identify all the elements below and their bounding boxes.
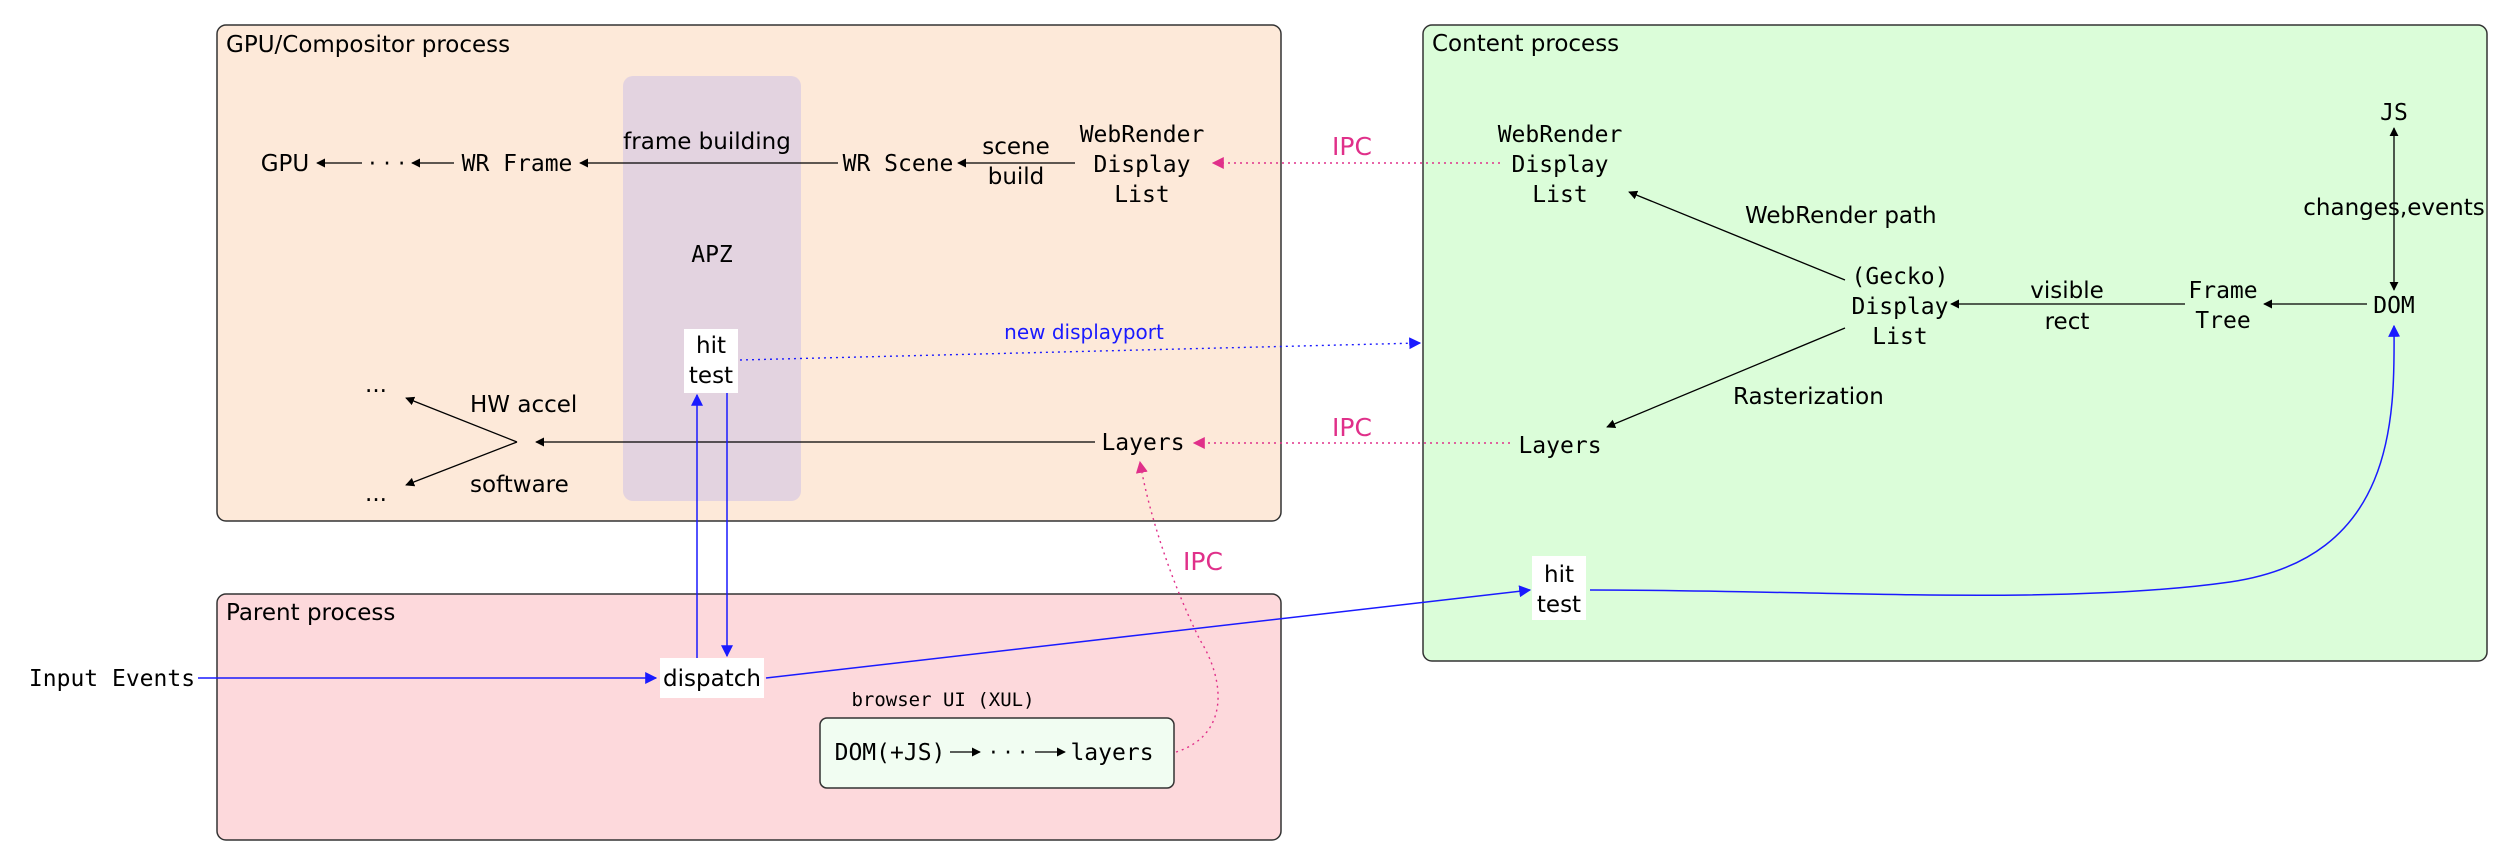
apz-label: APZ <box>691 242 733 268</box>
content-hit-test-line-2: test <box>1537 592 1581 618</box>
gecko-dl-line-3: List <box>1872 324 1927 350</box>
webrender-path-label: WebRender path <box>1745 203 1937 229</box>
frame-tree-line-2: Tree <box>2195 308 2250 334</box>
arrow-rasterization <box>1606 327 1846 429</box>
parent-process-box <box>216 593 1282 841</box>
dispatch-box <box>660 658 764 698</box>
gecko-dl-line-1: (Gecko) <box>1852 264 1949 290</box>
arrow-hw-accel <box>405 396 518 443</box>
ui-layers-node: layers <box>1070 740 1153 766</box>
apz-region <box>623 76 801 501</box>
dom-node: DOM <box>2373 293 2415 319</box>
gpu-node: GPU <box>261 151 310 177</box>
arrow-webrender-path <box>1628 190 1846 281</box>
browser-ui-label: browser UI (XUL) <box>851 689 1034 711</box>
new-displayport-label: new displayport <box>1004 320 1164 344</box>
changes-events-label: changes,events <box>2303 195 2484 221</box>
gpu-hit-test-box <box>684 329 738 393</box>
gpu-hit-test-line-1: hit <box>696 333 726 359</box>
scene-build-label-2: build <box>988 164 1045 190</box>
content-wr-dl-line-3: List <box>1532 182 1587 208</box>
arrow-software <box>405 441 518 487</box>
content-hit-test-box <box>1532 556 1586 620</box>
frame-tree-line-1: Frame <box>2188 278 2257 304</box>
scene-build-label-1: scene <box>982 134 1050 160</box>
gpu-hit-test-line-2: test <box>689 363 733 389</box>
arrow-dispatch-to-content-hit <box>765 585 1532 679</box>
ipc-label-layers: IPC <box>1332 413 1372 442</box>
gpu-wr-dl-line-1: WebRender <box>1080 122 1205 148</box>
rasterization-label: Rasterization <box>1733 384 1884 410</box>
gpu-process-title: GPU/Compositor process <box>226 32 510 58</box>
content-process-title: Content process <box>1432 31 1619 57</box>
ipc-label-ui-layers: IPC <box>1183 547 1223 576</box>
ipc-label-displaylist: IPC <box>1332 132 1372 161</box>
frame-building-label: frame building <box>623 129 791 155</box>
gecko-dl-line-2: Display <box>1852 294 1949 320</box>
content-wr-dl-line-1: WebRender <box>1498 122 1623 148</box>
software-label: software <box>470 472 569 498</box>
gpu-layers-node: Layers <box>1101 430 1184 456</box>
ui-dom-node: DOM(+JS) <box>835 740 946 766</box>
js-node: JS <box>2380 100 2408 126</box>
ui-dots-node: · · · <box>990 740 1027 766</box>
visible-rect-label-1: visible <box>2030 278 2104 304</box>
gpu-wr-dl-line-2: Display <box>1094 152 1191 178</box>
sw-dots-node: ... <box>365 481 387 507</box>
visible-rect-label-2: rect <box>2045 309 2090 335</box>
content-process-box <box>1422 24 2488 662</box>
parent-process-title: Parent process <box>226 600 395 626</box>
hw-dots-node: ... <box>365 372 387 398</box>
dispatch-node: dispatch <box>663 666 761 692</box>
wr-scene-node: WR Scene <box>843 151 954 177</box>
browser-ui-box <box>819 717 1175 789</box>
wr-frame-node: WR Frame <box>462 151 573 177</box>
input-events-node: Input Events <box>29 666 195 692</box>
hw-accel-label: HW accel <box>470 392 577 418</box>
gpu-dots-node: · · · <box>369 151 406 177</box>
content-hit-test-line-1: hit <box>1544 562 1574 588</box>
gpu-wr-dl-line-3: List <box>1114 182 1169 208</box>
arrow-content-hit-to-dom <box>1589 324 2401 596</box>
content-wr-dl-line-2: Display <box>1512 152 1609 178</box>
content-layers-node: Layers <box>1518 433 1601 459</box>
